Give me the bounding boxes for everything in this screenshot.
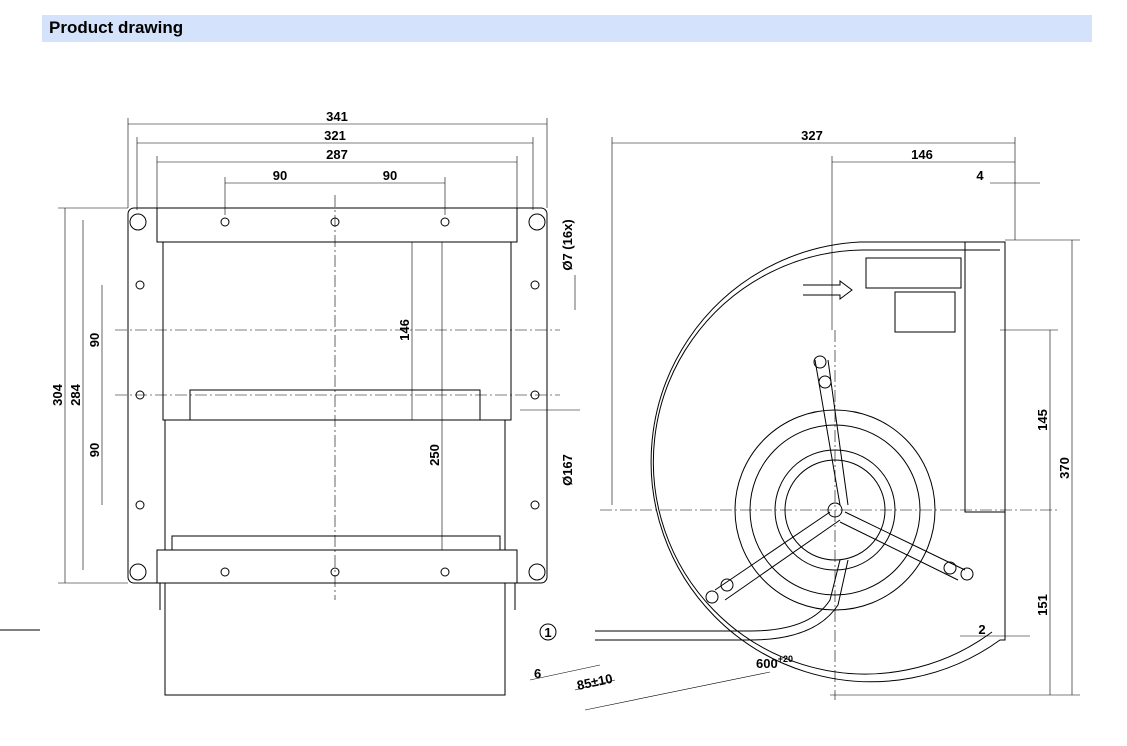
dim-hole: Ø7 (16x) (560, 219, 575, 270)
callout-circle (539, 623, 557, 641)
dim-327: 327 (801, 128, 823, 143)
dim-146-side: 146 (911, 147, 933, 162)
dim-90-left: 90 (273, 168, 287, 183)
dim-90-lower: 90 (87, 443, 102, 457)
callout-1: 1 (544, 625, 551, 640)
dim-341: 341 (326, 109, 348, 124)
section-header: Product drawing (42, 15, 1092, 42)
dim-cable-length: 600+20 (756, 654, 793, 671)
dim-370: 370 (1057, 457, 1072, 479)
dim-304: 304 (50, 383, 65, 405)
dim-2: 2 (978, 622, 985, 637)
dim-90-right: 90 (383, 168, 397, 183)
dim-146: 146 (397, 319, 412, 341)
dim-outlet: Ø167 (560, 454, 575, 486)
mounting-holes (129, 213, 546, 581)
dim-lead: 85±10 (576, 671, 614, 693)
side-view: 1 327 146 4 370 145 151 2 600+20 6 85±10 (529, 128, 1080, 711)
dim-145: 145 (1035, 409, 1050, 431)
dim-284: 284 (68, 383, 83, 405)
dim-4: 4 (976, 168, 984, 183)
dim-287: 287 (326, 147, 348, 162)
dim-151: 151 (1035, 594, 1050, 616)
dim-90-upper: 90 (87, 333, 102, 347)
front-view: 341 321 287 90 90 304 284 90 90 146 250 … (0, 109, 580, 696)
dim-strip: 6 (534, 666, 541, 681)
dim-321: 321 (324, 128, 346, 143)
section-title: Product drawing (49, 18, 184, 37)
dim-250: 250 (427, 444, 442, 466)
